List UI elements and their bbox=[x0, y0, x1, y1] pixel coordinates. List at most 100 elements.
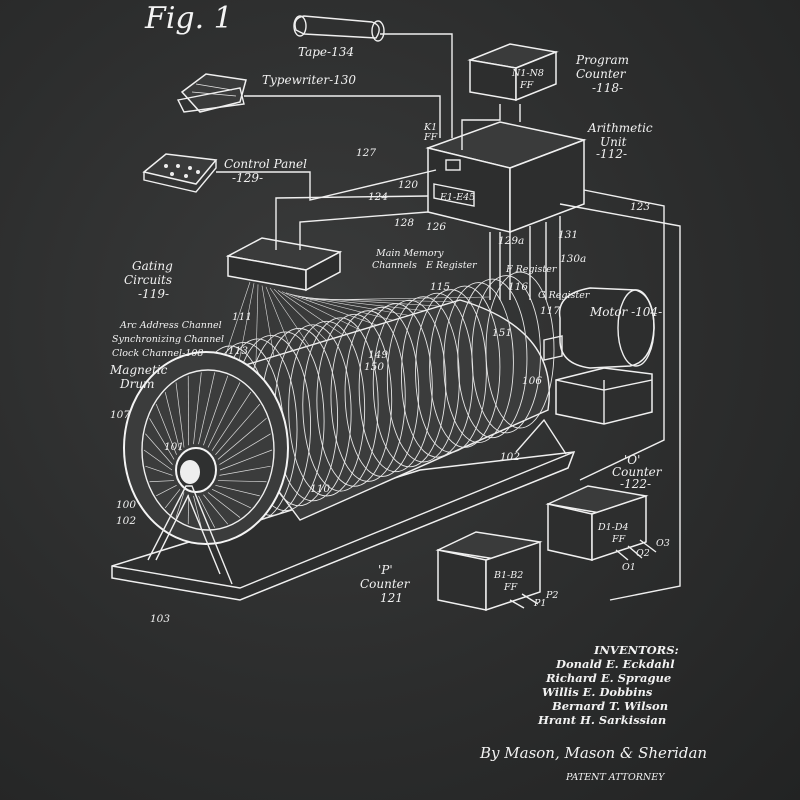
memory-label-2: Channels bbox=[372, 260, 417, 271]
drum-spoke bbox=[149, 418, 175, 460]
o-out-3: O3 bbox=[656, 538, 670, 549]
ref-101: 101 bbox=[164, 441, 184, 453]
ref-102: 102 bbox=[116, 515, 136, 527]
ref-106: 106 bbox=[522, 375, 542, 387]
drum-spoke bbox=[143, 449, 173, 471]
connection-lines bbox=[216, 33, 681, 601]
o-out-1: O1 bbox=[622, 562, 636, 573]
channel-label-2: Synchronizing Channel bbox=[112, 334, 224, 345]
ref-131: 131 bbox=[558, 229, 578, 241]
o-counter-chip-ff: FF bbox=[611, 534, 626, 545]
ref-149: 149 bbox=[368, 349, 388, 361]
motor-label: Motor -104- bbox=[589, 305, 662, 319]
gating-wire bbox=[309, 296, 491, 301]
tape-icon bbox=[293, 15, 385, 42]
drum-spoke bbox=[145, 433, 173, 465]
gating-wire bbox=[281, 291, 365, 333]
ref-129a: 129a bbox=[498, 235, 524, 247]
drum-spoke bbox=[193, 372, 202, 445]
ref-115: 115 bbox=[430, 281, 450, 293]
drum-label: Magnetic bbox=[109, 363, 168, 377]
magnetic-drum-icon bbox=[123, 271, 567, 585]
ref-128: 128 bbox=[394, 217, 414, 229]
ref-151: 151 bbox=[492, 327, 512, 339]
drum-spoke bbox=[203, 494, 229, 525]
drum-band bbox=[302, 317, 379, 492]
g-register-label: G Register bbox=[538, 290, 591, 301]
inventor-2: Richard E. Sprague bbox=[545, 671, 671, 685]
drum-spoke bbox=[203, 375, 229, 446]
drum-spoke bbox=[219, 449, 273, 471]
p-out-1: P1 bbox=[533, 598, 546, 609]
ref-107: 107 bbox=[110, 409, 130, 421]
drum-band bbox=[443, 282, 514, 444]
ref-102b: 102 bbox=[500, 451, 520, 463]
control-panel-ref: -129- bbox=[232, 171, 263, 185]
inventor-5: Hrant H. Sarkissian bbox=[537, 713, 666, 727]
p-counter-box bbox=[435, 531, 543, 612]
inventor-4: Bernard T. Wilson bbox=[551, 699, 668, 713]
memory-label: Main Memory bbox=[375, 248, 444, 259]
ref-117: 117 bbox=[540, 305, 560, 317]
ref-126: 126 bbox=[426, 221, 446, 233]
drum-spoke bbox=[193, 495, 202, 528]
program-counter-label: Program bbox=[575, 53, 629, 67]
o-counter-chip: D1-D4 bbox=[597, 522, 629, 533]
arithmetic-unit-label: Arithmetic bbox=[587, 121, 653, 135]
gating-wire bbox=[277, 290, 347, 338]
drum-spoke bbox=[149, 480, 175, 483]
program-counter-chip-ff: FF bbox=[519, 80, 534, 91]
figure-title: Fig. 1 bbox=[144, 1, 233, 36]
f-register-label: F Register bbox=[505, 264, 558, 275]
drum-spoke bbox=[155, 404, 177, 455]
ref-123: 123 bbox=[630, 201, 650, 213]
p-counter-label-2: Counter bbox=[360, 577, 411, 591]
p-counter-chip: B1-B2 bbox=[493, 570, 523, 581]
drum-spoke bbox=[219, 433, 271, 465]
drum-band bbox=[485, 271, 555, 429]
motor-icon bbox=[543, 287, 655, 425]
ref-110: 110 bbox=[310, 483, 330, 495]
inventor-3: Willis E. Dobbins bbox=[542, 685, 653, 699]
arithmetic-unit-label-2: Unit bbox=[600, 135, 627, 149]
gating-wires bbox=[219, 281, 491, 373]
ref-100: 100 bbox=[116, 499, 136, 511]
attorney-title: PATENT ATTORNEY bbox=[565, 772, 666, 783]
gating-wire bbox=[269, 287, 311, 348]
drum-band bbox=[330, 310, 406, 482]
drum-spoke bbox=[207, 382, 241, 448]
gating-circuits-ref: -119- bbox=[138, 287, 169, 301]
gating-wire bbox=[285, 292, 383, 328]
drum-spoke bbox=[207, 492, 241, 518]
drum-band bbox=[288, 320, 366, 497]
ref-113: 113 bbox=[228, 345, 248, 357]
o-counter-ref: -122- bbox=[620, 477, 651, 491]
o-counter-label: 'O' bbox=[624, 453, 640, 467]
e-register-label: E Register bbox=[425, 260, 478, 271]
channel-label-3: Clock Channel-108 bbox=[112, 348, 203, 359]
drum-band bbox=[415, 289, 487, 453]
arithmetic-unit-ref: -112- bbox=[596, 147, 627, 161]
e-chip-label: E1-E45 bbox=[439, 192, 475, 203]
ref-111: 111 bbox=[232, 311, 252, 323]
drum-spoke bbox=[217, 480, 267, 483]
drum-spoke bbox=[156, 484, 177, 497]
gating-wire bbox=[255, 284, 259, 363]
gating-circuits-label-2: Circuits bbox=[124, 273, 172, 287]
drum-spoke bbox=[164, 391, 181, 451]
p-counter-ref: 121 bbox=[380, 591, 403, 605]
o-counter-box bbox=[545, 485, 657, 562]
arithmetic-unit-box bbox=[425, 121, 587, 234]
attorney-signature: By Mason, Mason & Sheridan bbox=[479, 744, 707, 762]
ref-124: 124 bbox=[368, 191, 388, 203]
p-out-2: P2 bbox=[545, 590, 558, 601]
base-plate bbox=[111, 451, 576, 601]
program-counter-label-2: Counter bbox=[576, 67, 627, 81]
drum-band bbox=[316, 313, 393, 487]
ref-116: 116 bbox=[508, 281, 528, 293]
drum-spoke bbox=[198, 495, 216, 528]
drum-band bbox=[457, 278, 528, 439]
gating-wire bbox=[237, 283, 255, 368]
ref-120: 120 bbox=[398, 179, 418, 191]
drum-spoke bbox=[145, 465, 173, 476]
